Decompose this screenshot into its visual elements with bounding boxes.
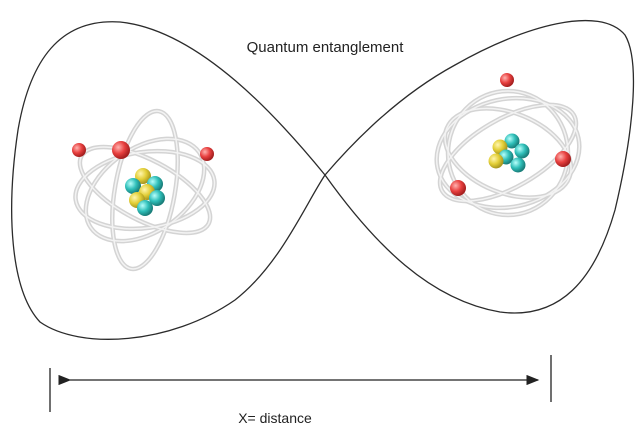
electron — [200, 147, 214, 161]
left-atom-nucleus — [125, 168, 165, 216]
distance-label: X= distance — [238, 410, 312, 426]
diagram-title: Quantum entanglement — [247, 39, 405, 56]
electron — [112, 141, 130, 159]
right-atom — [434, 73, 582, 218]
electron — [500, 73, 514, 87]
entanglement-loop — [11, 19, 635, 340]
electron — [72, 143, 86, 157]
left-atom — [72, 108, 217, 272]
electron — [555, 151, 571, 167]
right-atom-orbits-highlight — [435, 90, 581, 216]
electron — [450, 180, 466, 196]
right-atom-nucleus — [488, 133, 530, 173]
